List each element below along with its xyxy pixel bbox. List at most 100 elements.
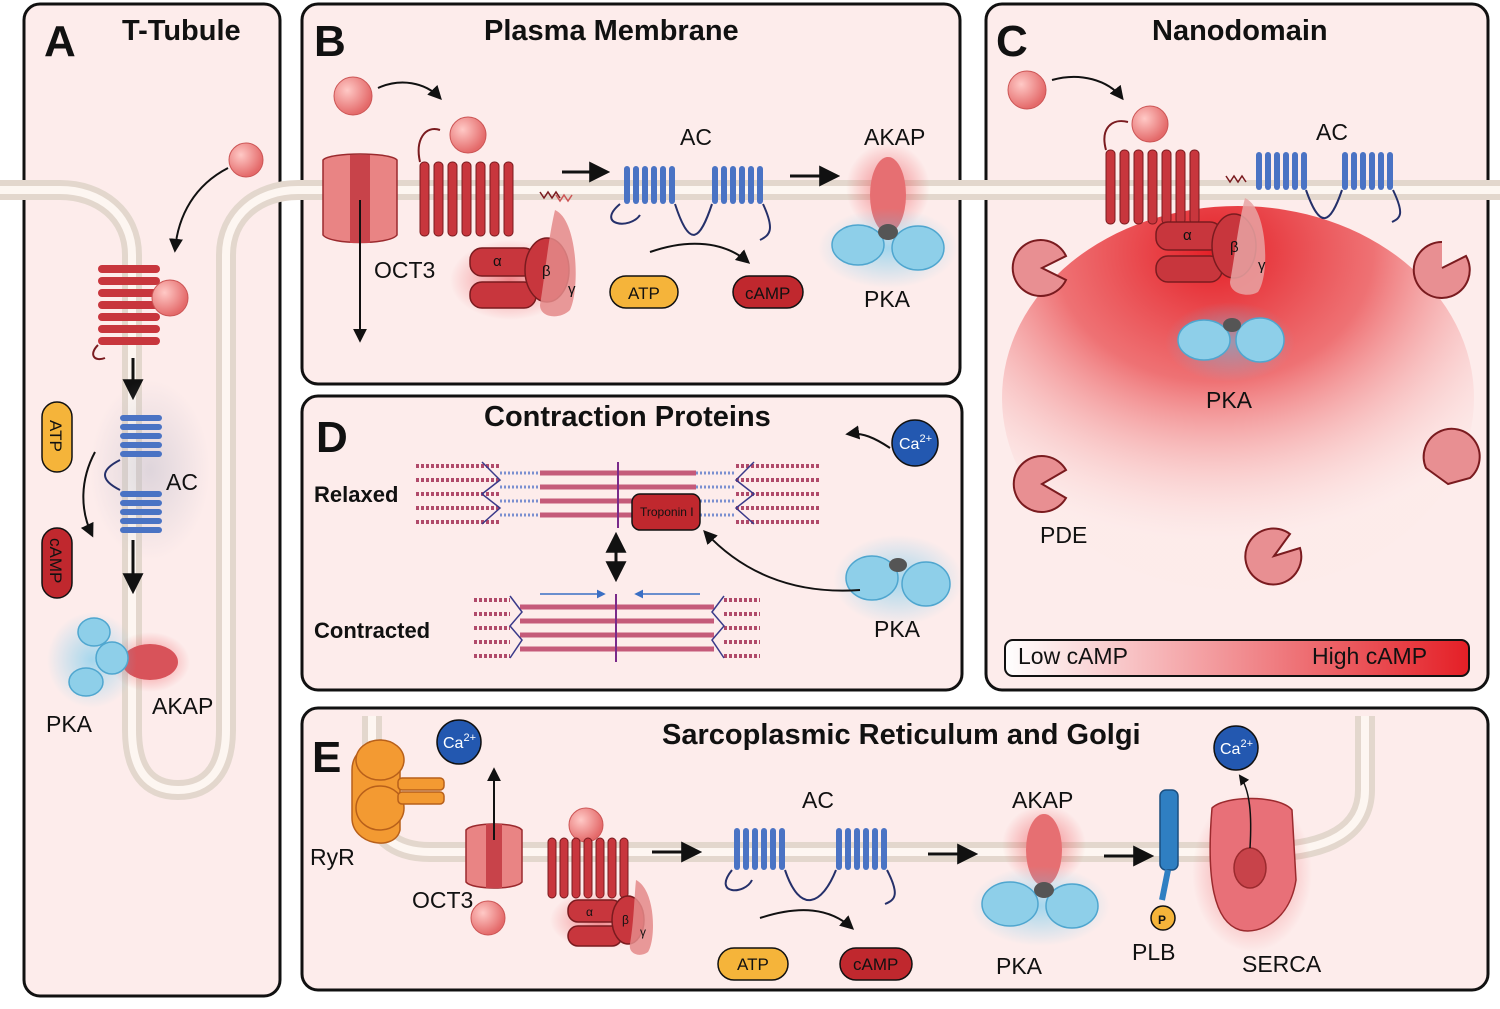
ligand-bound [1131,105,1169,143]
camp-label: cAMP [745,284,790,303]
camp-label: cAMP [46,538,65,583]
pka-protein [845,555,951,607]
panel-e-title: Sarcoplasmic Reticulum and Golgi [662,719,1141,751]
g-gamma-label: γ [1258,257,1266,274]
atp-label: ATP [46,420,65,452]
camp-pill [41,527,73,599]
pka-label: PKA [864,286,911,312]
ryr-label: RyR [310,844,355,870]
g-alpha-label: α [1183,227,1192,244]
g-beta-label: β [622,913,629,927]
g-beta-label: β [542,263,551,280]
pka-protein [831,224,945,271]
pka-label: PKA [996,953,1043,979]
calcium-label: Ca2+ [443,732,476,752]
calcium-ion [891,419,939,467]
panel-b-content: OCT3 α β γ [322,76,958,343]
high-camp-label: High cAMP [1312,643,1427,669]
pde-enzyme [1012,455,1068,513]
pde-enzyme [1412,240,1471,299]
ligand-bound [568,807,604,843]
plb-label: PLB [1132,939,1175,965]
panel-e-letter: E [312,733,341,782]
pde-enzyme [1244,527,1303,586]
ligand-bound [449,116,487,154]
panel-d-content: Relaxed Contracted [314,419,963,662]
panel-c-title: Nanodomain [1152,15,1328,47]
pde-label: PDE [1040,522,1087,548]
atp-pill [609,275,679,309]
camp-pill [839,947,913,981]
g-protein [469,190,576,317]
pde-enzymes [1011,239,1481,586]
panel-e-content: RyR Ca2+ OCT3 α β γ [310,719,1322,981]
ac-label: AC [166,469,198,495]
pka-protein [981,881,1099,929]
oct3-label: OCT3 [412,887,473,913]
calcium-label: Ca2+ [899,433,932,453]
panel-a-content: AC ATP cAMP PKA AKAP [41,142,264,737]
calcium-ion [436,719,482,765]
panel-d-title: Contraction Proteins [484,401,771,433]
panel-a-title: T-Tubule [122,15,241,47]
relaxed-label: Relaxed [314,482,398,507]
pka-label: PKA [46,711,93,737]
oct3-label: OCT3 [374,257,435,283]
oct3-transporter [465,823,523,889]
pka-protein [1177,317,1285,363]
low-camp-label: Low cAMP [1018,643,1128,669]
serca-pump [1209,797,1297,932]
oct3-transporter [322,153,398,244]
panel-b-letter: B [314,17,346,66]
atp-label: ATP [628,284,660,303]
akap-label: AKAP [152,693,213,719]
atp-pill [41,401,73,473]
receptor-gpcr [92,265,160,361]
camp-nanodomain [1002,206,1474,590]
adenylyl-cyclase [734,828,887,870]
phosphate-label: P [1158,913,1166,927]
panel-d [300,394,964,692]
troponin-label: Troponin I [640,505,694,519]
g-gamma-label: γ [568,281,576,298]
akap-label: AKAP [864,124,925,150]
receptor-gpcr [547,837,629,899]
ligand-ball [470,900,506,936]
serca-label: SERCA [1242,951,1322,977]
receptor-gpcr [419,161,514,237]
contracted-label: Contracted [314,618,430,643]
pka-label: PKA [874,616,921,642]
troponin-i [631,493,701,531]
adenylyl-cyclase [104,415,162,533]
ac-label: AC [680,124,712,150]
g-alpha-label: α [493,253,502,270]
pka-label: PKA [1206,387,1253,413]
adenylyl-cyclase [624,166,763,204]
ac-label: AC [802,787,834,813]
ac-label: AC [1316,119,1348,145]
plb-protein [1159,789,1179,871]
ligand-ball [333,76,373,116]
adenylyl-cyclase [1256,152,1393,190]
receptor-gpcr [1105,149,1200,225]
g-protein [567,880,653,955]
camp-label: cAMP [853,955,898,974]
camp-gradient-bar [1004,639,1470,677]
pde-enzyme [1011,239,1068,297]
panel-c-letter: C [996,17,1028,66]
atp-pill [717,947,789,981]
pde-enzyme [1422,427,1481,486]
panel-c-content: α β γ AC PKA [1004,70,1481,677]
atp-label: ATP [737,955,769,974]
ligand-ball [228,142,264,178]
g-gamma-label: γ [640,925,646,939]
g-alpha-label: α [586,905,593,919]
calcium-ion [1213,725,1259,771]
panel-d-letter: D [316,413,348,462]
ligand-bound [151,279,189,317]
panel-b-title: Plasma Membrane [484,15,739,47]
sarcomere-contracted [474,589,760,662]
ligand-ball [1007,70,1047,110]
g-beta-label: β [1230,239,1239,256]
